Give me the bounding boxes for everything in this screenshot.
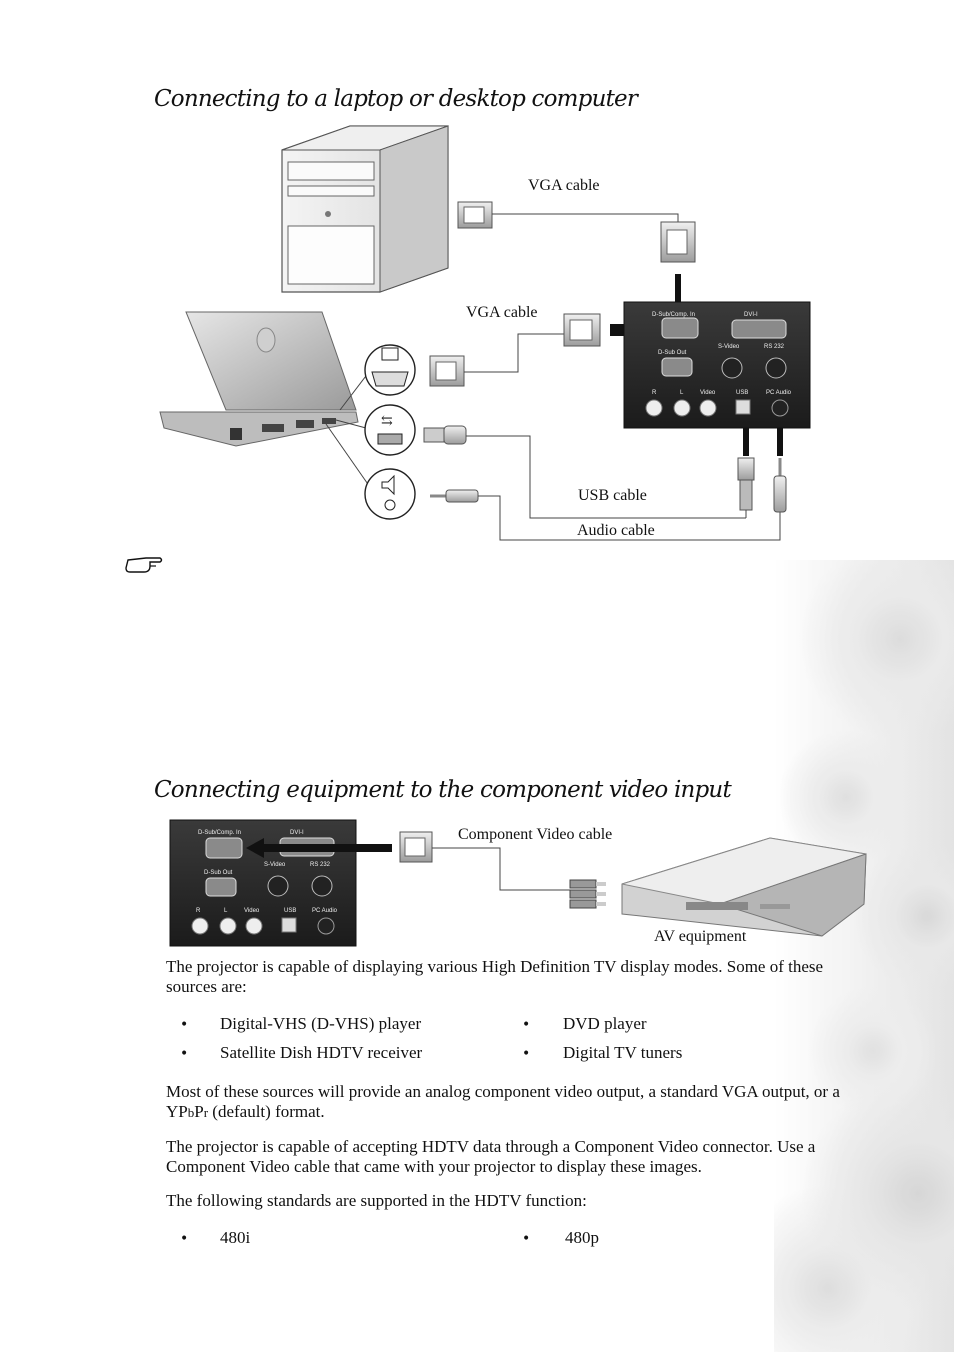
svg-text:⇆: ⇆ [381, 413, 393, 429]
subscript-text: r [203, 1105, 209, 1120]
panel-label: S-Video [264, 862, 286, 868]
panel-label: D-Sub Out [204, 870, 233, 876]
intro-paragraph: The projector is capable of displaying v… [166, 957, 824, 996]
hdtv-paragraph: The projector is capable of accepting HD… [166, 1137, 816, 1176]
section-title-component: Connecting equipment to the component vi… [154, 777, 732, 803]
vga-connector-down-icon [660, 221, 696, 263]
panel-label: DVI-I [290, 830, 304, 836]
panel-label: DVI-I [744, 312, 758, 318]
panel-label: RS 232 [764, 344, 785, 350]
panel-label: PC Audio [312, 908, 338, 914]
panel-label: R [196, 908, 201, 914]
bullet: • [522, 1017, 531, 1033]
bullet: • [522, 1231, 531, 1247]
vga-connector-laptop-icon [429, 355, 465, 387]
bullet: • [180, 1046, 189, 1062]
vga-port-callout-icon [364, 344, 416, 396]
usb-port-callout-icon: ⇆ [364, 404, 416, 456]
av-equipment-label: AV equipment [654, 928, 747, 945]
av-equipment-image [621, 837, 867, 937]
bullet: • [180, 1017, 189, 1033]
vga-connector-tower-icon [457, 201, 493, 229]
standard-list-item: 480i [220, 1228, 251, 1247]
panel-label: USB [284, 908, 296, 914]
component-video-cable-label: Component Video cable [458, 826, 613, 843]
panel-label: L [680, 390, 684, 396]
source-list-item: DVD player [563, 1014, 647, 1033]
panel-label: RS 232 [310, 862, 331, 868]
vga-connector-component-icon [399, 831, 433, 863]
panel-label: Video [700, 390, 716, 396]
usb-connector-panel-icon [737, 457, 755, 511]
standard-list-item: 480p [565, 1228, 599, 1247]
projector-io-panel-image [623, 301, 811, 429]
note-hand-icon [125, 557, 163, 573]
rca-connectors-icon [569, 879, 606, 909]
vga-connector-panel-icon [563, 313, 601, 347]
audio-cable-label: Audio cable [577, 522, 655, 539]
vga-cable-label: VGA cable [466, 304, 538, 321]
panel-label: S-Video [718, 344, 740, 350]
bullet: • [522, 1046, 531, 1062]
source-list-item: Digital TV tuners [563, 1043, 683, 1062]
panel-label: Video [244, 908, 260, 914]
source-list-item: Satellite Dish HDTV receiver [220, 1043, 423, 1062]
section-title-computer: Connecting to a laptop or desktop comput… [154, 86, 638, 112]
usb-cable-label: USB cable [578, 487, 647, 504]
background-bubbles-decoration [774, 560, 954, 1352]
analog-output-paragraph: Most of these sources will provide an an… [166, 1082, 866, 1123]
audio-port-callout-icon [364, 468, 416, 520]
audio-connector-panel-icon [773, 458, 787, 513]
bullet: • [180, 1231, 189, 1247]
panel-label: USB [736, 390, 748, 396]
panel-label: D-Sub/Comp. In [198, 830, 241, 836]
usb-connector-laptop-icon [423, 425, 467, 445]
audio-connector-laptop-icon [430, 489, 479, 503]
panel-label: D-Sub Out [658, 350, 687, 356]
subscript-text: b [187, 1105, 195, 1120]
source-list-item: Digital-VHS (D-VHS) player [220, 1014, 422, 1033]
laptop-image [159, 311, 359, 447]
desktop-tower-image [281, 125, 449, 293]
paragraph-text: Most of these sources will provide an an… [166, 1082, 840, 1121]
paragraph-text: (default) format. [208, 1102, 325, 1121]
vga-cable-label: VGA cable [528, 177, 600, 194]
arrow-left-icon [246, 838, 392, 858]
panel-label: L [224, 908, 228, 914]
panel-label: PC Audio [766, 390, 792, 396]
paragraph-text: P [194, 1102, 204, 1121]
panel-label: D-Sub/Comp. In [652, 312, 695, 318]
panel-label: R [652, 390, 657, 396]
standards-intro: The following standards are supported in… [166, 1191, 587, 1210]
